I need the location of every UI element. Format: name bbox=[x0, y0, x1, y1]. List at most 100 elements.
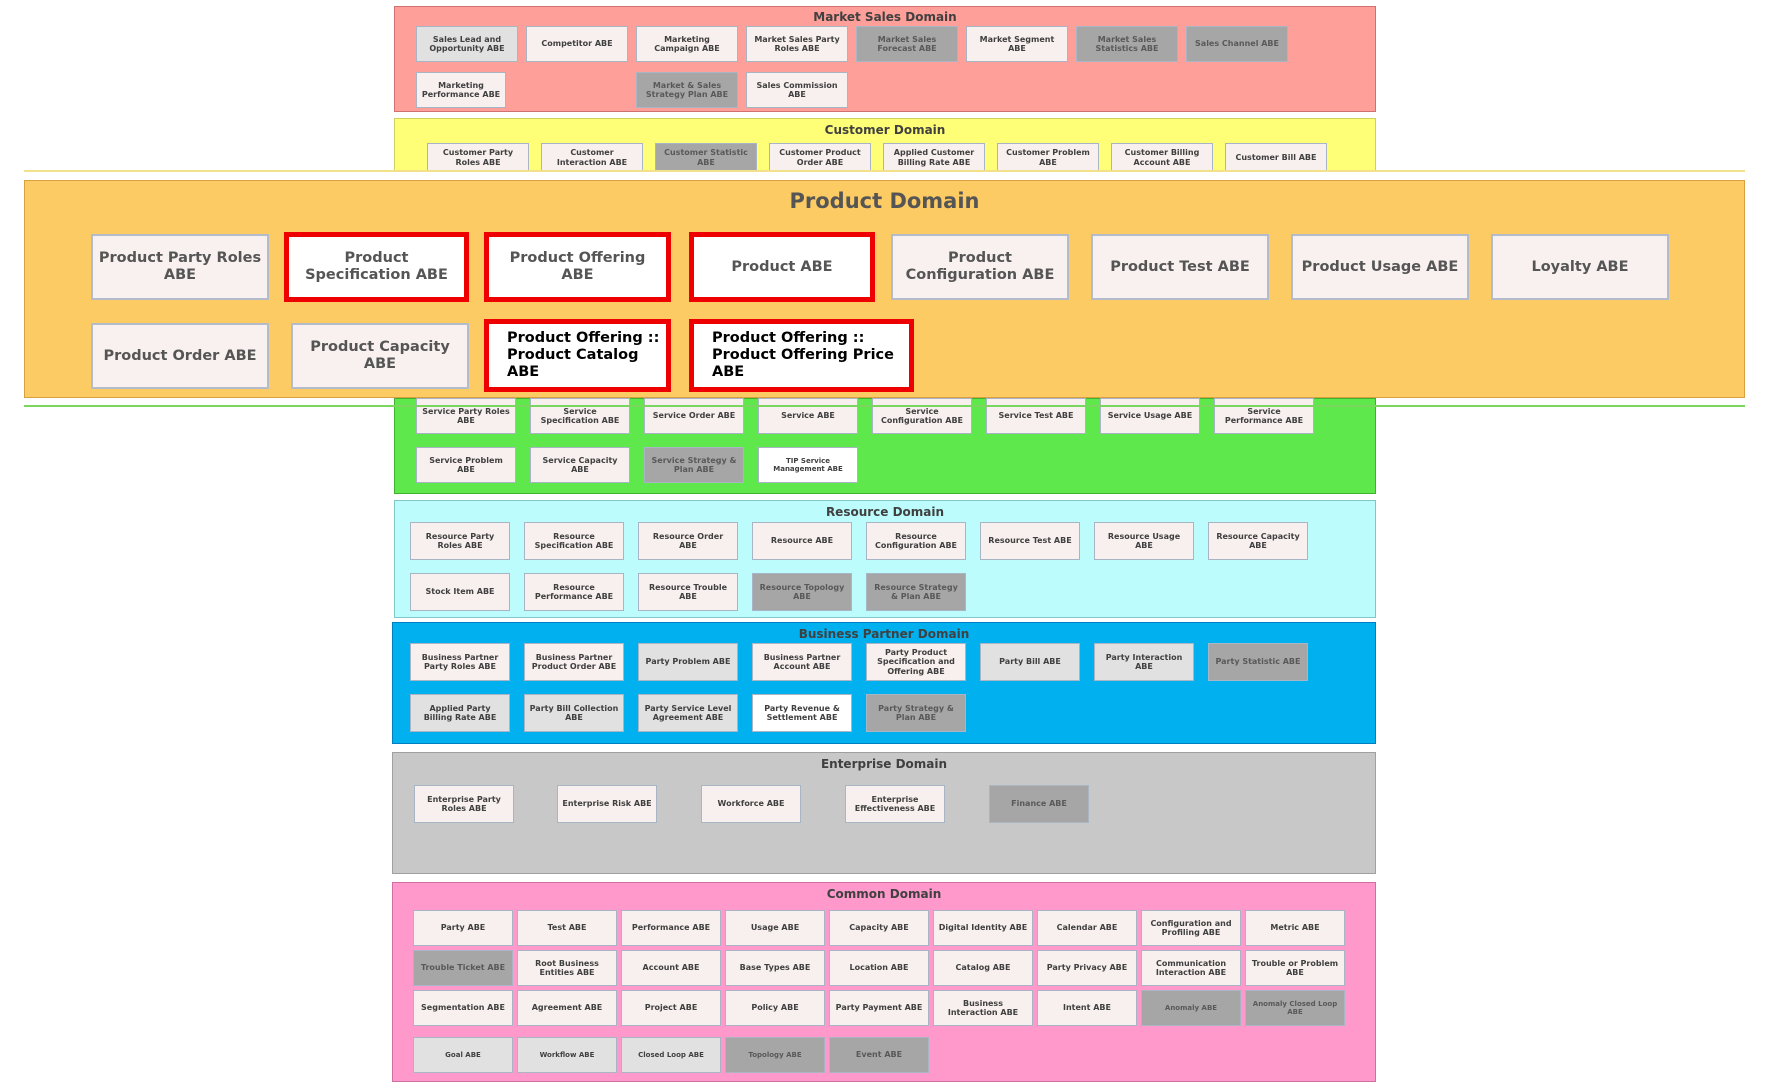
abe-resource-test[interactable]: Resource Test ABE bbox=[980, 522, 1080, 560]
abe-anomaly[interactable]: Anomaly ABE bbox=[1141, 990, 1241, 1026]
abe-resource-party-roles[interactable]: Resource Party Roles ABE bbox=[410, 522, 510, 560]
abe-product-order[interactable]: Product Order ABE bbox=[91, 323, 269, 389]
abe-product-usage[interactable]: Product Usage ABE bbox=[1291, 234, 1469, 300]
abe-party-product-specification-and-offering[interactable]: Party Product Specification and Offering… bbox=[866, 643, 966, 681]
abe-resource-order[interactable]: Resource Order ABE bbox=[638, 522, 738, 560]
abe-product-party-roles[interactable]: Product Party Roles ABE bbox=[91, 234, 269, 300]
abe-policy[interactable]: Policy ABE bbox=[725, 990, 825, 1026]
abe-project[interactable]: Project ABE bbox=[621, 990, 721, 1026]
abe-sales-lead-and-opportunity[interactable]: Sales Lead and Opportunity ABE bbox=[416, 26, 518, 62]
abe-workflow[interactable]: Workflow ABE bbox=[517, 1037, 617, 1073]
abe-service[interactable]: Service ABE bbox=[758, 398, 858, 434]
abe-resource-specification[interactable]: Resource Specification ABE bbox=[524, 522, 624, 560]
abe-calendar[interactable]: Calendar ABE bbox=[1037, 910, 1137, 946]
abe-resource-configuration[interactable]: Resource Configuration ABE bbox=[866, 522, 966, 560]
abe-resource-capacity[interactable]: Resource Capacity ABE bbox=[1208, 522, 1308, 560]
abe-trouble-or-problem[interactable]: Trouble or Problem ABE bbox=[1245, 950, 1345, 986]
abe-product-test[interactable]: Product Test ABE bbox=[1091, 234, 1269, 300]
abe-business-interaction[interactable]: Business Interaction ABE bbox=[933, 990, 1033, 1026]
abe-performance[interactable]: Performance ABE bbox=[621, 910, 721, 946]
abe-party-interaction[interactable]: Party Interaction ABE bbox=[1094, 643, 1194, 681]
abe-market-segment[interactable]: Market Segment ABE bbox=[966, 26, 1068, 62]
abe-party[interactable]: Party ABE bbox=[413, 910, 513, 946]
abe-location[interactable]: Location ABE bbox=[829, 950, 929, 986]
abe-product-capacity[interactable]: Product Capacity ABE bbox=[291, 323, 469, 389]
abe-product-offering[interactable]: Product Offering ABE bbox=[484, 232, 671, 302]
abe-root-business-entities[interactable]: Root Business Entities ABE bbox=[517, 950, 617, 986]
abe-party-service-level-agreement[interactable]: Party Service Level Agreement ABE bbox=[638, 694, 738, 732]
abe-business-partner-product-order[interactable]: Business Partner Product Order ABE bbox=[524, 643, 624, 681]
abe-configuration-and-profiling[interactable]: Configuration and Profiling ABE bbox=[1141, 910, 1241, 946]
abe-sales-channel[interactable]: Sales Channel ABE bbox=[1186, 26, 1288, 62]
abe-anomaly-closed-loop[interactable]: Anomaly Closed Loop ABE bbox=[1245, 990, 1345, 1026]
abe-customer-statistic[interactable]: Customer Statistic ABE bbox=[655, 143, 757, 172]
abe-product[interactable]: Product ABE bbox=[689, 232, 875, 302]
abe-product-configuration[interactable]: Product Configuration ABE bbox=[891, 234, 1069, 300]
abe-event[interactable]: Event ABE bbox=[829, 1037, 929, 1073]
abe-product-offering-product-catalog[interactable]: Product Offering :: Product Catalog ABE bbox=[484, 319, 671, 392]
abe-topology[interactable]: Topology ABE bbox=[725, 1037, 825, 1073]
abe-business-partner-party-roles[interactable]: Business Partner Party Roles ABE bbox=[410, 643, 510, 681]
abe-metric[interactable]: Metric ABE bbox=[1245, 910, 1345, 946]
abe-applied-customer-billing-rate[interactable]: Applied Customer Billing Rate ABE bbox=[883, 143, 985, 172]
abe-segmentation[interactable]: Segmentation ABE bbox=[413, 990, 513, 1026]
abe-customer-billing-account[interactable]: Customer Billing Account ABE bbox=[1111, 143, 1213, 172]
abe-business-partner-account[interactable]: Business Partner Account ABE bbox=[752, 643, 852, 681]
abe-market-sales-statistics[interactable]: Market Sales Statistics ABE bbox=[1076, 26, 1178, 62]
abe-service-specification[interactable]: Service Specification ABE bbox=[530, 398, 630, 434]
abe-resource[interactable]: Resource ABE bbox=[752, 522, 852, 560]
abe-loyalty[interactable]: Loyalty ABE bbox=[1491, 234, 1669, 300]
abe-party-payment[interactable]: Party Payment ABE bbox=[829, 990, 929, 1026]
abe-service-capacity[interactable]: Service Capacity ABE bbox=[530, 447, 630, 483]
abe-marketing-performance[interactable]: Marketing Performance ABE bbox=[416, 72, 506, 108]
abe-party-revenue-and-settlement[interactable]: Party Revenue & Settlement ABE bbox=[752, 694, 852, 732]
abe-enterprise-party-roles[interactable]: Enterprise Party Roles ABE bbox=[414, 785, 514, 823]
abe-marketing-campaign[interactable]: Marketing Campaign ABE bbox=[636, 26, 738, 62]
abe-resource-performance[interactable]: Resource Performance ABE bbox=[524, 573, 624, 611]
abe-customer-interaction[interactable]: Customer Interaction ABE bbox=[541, 143, 643, 172]
abe-party-bill[interactable]: Party Bill ABE bbox=[980, 643, 1080, 681]
abe-service-usage[interactable]: Service Usage ABE bbox=[1100, 398, 1200, 434]
abe-service-test[interactable]: Service Test ABE bbox=[986, 398, 1086, 434]
abe-product-specification[interactable]: Product Specification ABE bbox=[284, 232, 469, 302]
abe-base-types[interactable]: Base Types ABE bbox=[725, 950, 825, 986]
abe-resource-trouble[interactable]: Resource Trouble ABE bbox=[638, 573, 738, 611]
abe-service-order[interactable]: Service Order ABE bbox=[644, 398, 744, 434]
abe-capacity[interactable]: Capacity ABE bbox=[829, 910, 929, 946]
abe-customer-party-roles[interactable]: Customer Party Roles ABE bbox=[427, 143, 529, 172]
abe-workforce[interactable]: Workforce ABE bbox=[701, 785, 801, 823]
abe-service-configuration[interactable]: Service Configuration ABE bbox=[872, 398, 972, 434]
abe-test[interactable]: Test ABE bbox=[517, 910, 617, 946]
abe-intent[interactable]: Intent ABE bbox=[1037, 990, 1137, 1026]
abe-account[interactable]: Account ABE bbox=[621, 950, 721, 986]
abe-applied-party-billing-rate[interactable]: Applied Party Billing Rate ABE bbox=[410, 694, 510, 732]
abe-product-offering-product-offering-price[interactable]: Product Offering :: Product Offering Pri… bbox=[689, 319, 914, 392]
abe-sales-commission[interactable]: Sales Commission ABE bbox=[746, 72, 848, 108]
abe-party-problem[interactable]: Party Problem ABE bbox=[638, 643, 738, 681]
abe-service-problem[interactable]: Service Problem ABE bbox=[416, 447, 516, 483]
abe-resource-topology[interactable]: Resource Topology ABE bbox=[752, 573, 852, 611]
abe-party-bill-collection[interactable]: Party Bill Collection ABE bbox=[524, 694, 624, 732]
abe-market-sales-forecast[interactable]: Market Sales Forecast ABE bbox=[856, 26, 958, 62]
abe-customer-product-order[interactable]: Customer Product Order ABE bbox=[769, 143, 871, 172]
abe-goal[interactable]: Goal ABE bbox=[413, 1037, 513, 1073]
abe-trouble-ticket[interactable]: Trouble Ticket ABE bbox=[413, 950, 513, 986]
abe-competitor[interactable]: Competitor ABE bbox=[526, 26, 628, 62]
abe-party-strategy-and-plan[interactable]: Party Strategy & Plan ABE bbox=[866, 694, 966, 732]
abe-service-strategy-and-plan[interactable]: Service Strategy & Plan ABE bbox=[644, 447, 744, 483]
abe-service-party-roles[interactable]: Service Party Roles ABE bbox=[416, 398, 516, 434]
abe-customer-bill[interactable]: Customer Bill ABE bbox=[1225, 143, 1327, 172]
abe-resource-strategy-and-plan[interactable]: Resource Strategy & Plan ABE bbox=[866, 573, 966, 611]
abe-resource-usage[interactable]: Resource Usage ABE bbox=[1094, 522, 1194, 560]
abe-finance[interactable]: Finance ABE bbox=[989, 785, 1089, 823]
abe-market-and-sales-strategy-plan[interactable]: Market & Sales Strategy Plan ABE bbox=[636, 72, 738, 108]
abe-enterprise-effectiveness[interactable]: Enterprise Effectiveness ABE bbox=[845, 785, 945, 823]
abe-usage[interactable]: Usage ABE bbox=[725, 910, 825, 946]
abe-closed-loop[interactable]: Closed Loop ABE bbox=[621, 1037, 721, 1073]
abe-tip-service-management[interactable]: TIP Service Management ABE bbox=[758, 447, 858, 483]
abe-digital-identity[interactable]: Digital Identity ABE bbox=[933, 910, 1033, 946]
abe-stock-item[interactable]: Stock Item ABE bbox=[410, 573, 510, 611]
abe-party-privacy[interactable]: Party Privacy ABE bbox=[1037, 950, 1137, 986]
abe-catalog[interactable]: Catalog ABE bbox=[933, 950, 1033, 986]
abe-service-performance[interactable]: Service Performance ABE bbox=[1214, 398, 1314, 434]
